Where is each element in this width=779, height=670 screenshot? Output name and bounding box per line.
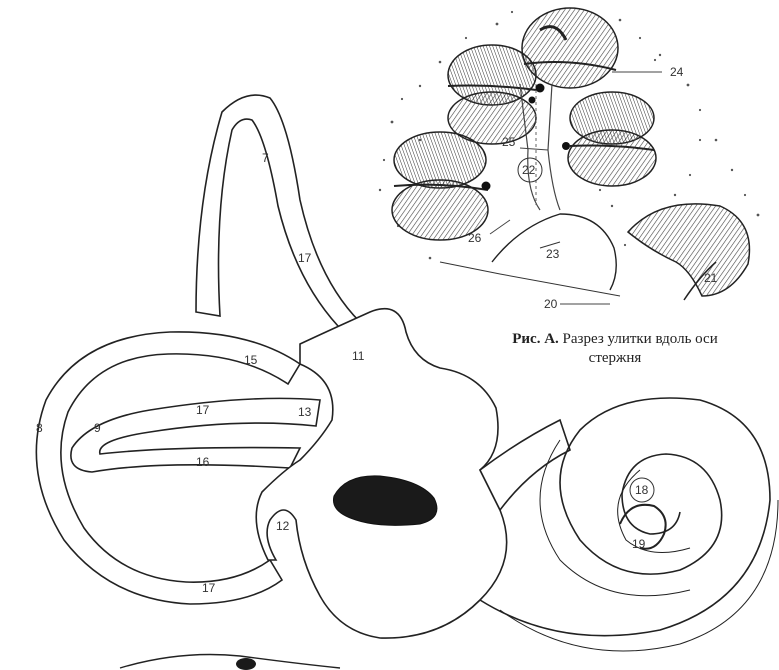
bottom-partial-structure xyxy=(120,655,340,670)
label-8: 8 xyxy=(36,421,43,435)
caption-line-2: стержня xyxy=(470,349,760,368)
cochlea-section-inset: 24 25 22 26 23 20 21 xyxy=(379,8,760,311)
label-12: 12 xyxy=(276,519,290,533)
caption-text-1: Разрез улитки вдоль оси xyxy=(563,331,718,347)
cochlea-spiral xyxy=(480,398,778,651)
label-25: 25 xyxy=(502,135,516,149)
cochlea-turn-lower-left xyxy=(392,132,488,240)
label-15: 15 xyxy=(244,353,258,367)
cochlea-turn-upper-left xyxy=(448,45,536,144)
label-22: 22 xyxy=(522,163,536,177)
label-17-middle: 17 xyxy=(196,403,210,417)
cochlea-turn-basal xyxy=(628,204,749,300)
caption-prefix: Рис. А. xyxy=(512,331,559,347)
label-20: 20 xyxy=(544,297,558,311)
label-7: 7 xyxy=(262,151,269,165)
label-18: 18 xyxy=(635,483,649,497)
label-11: 11 xyxy=(352,349,365,363)
label-17-upper: 17 xyxy=(298,251,312,265)
caption-line-1: Рис. А. Разрез улитки вдоль оси xyxy=(470,330,760,349)
label-24: 24 xyxy=(670,65,684,79)
label-13: 13 xyxy=(298,405,312,419)
label-19: 19 xyxy=(632,537,646,551)
label-23: 23 xyxy=(546,247,560,261)
label-26: 26 xyxy=(468,231,482,245)
cochlea-turn-upper-right xyxy=(568,92,656,186)
posterior-semicircular-duct xyxy=(36,332,300,604)
label-9: 9 xyxy=(94,421,101,435)
label-21: 21 xyxy=(704,271,718,285)
figure-caption: Рис. А. Разрез улитки вдоль оси стержня xyxy=(470,330,760,368)
anterior-semicircular-duct xyxy=(196,95,376,337)
label-16: 16 xyxy=(196,455,210,469)
label-17-lower: 17 xyxy=(202,581,216,595)
